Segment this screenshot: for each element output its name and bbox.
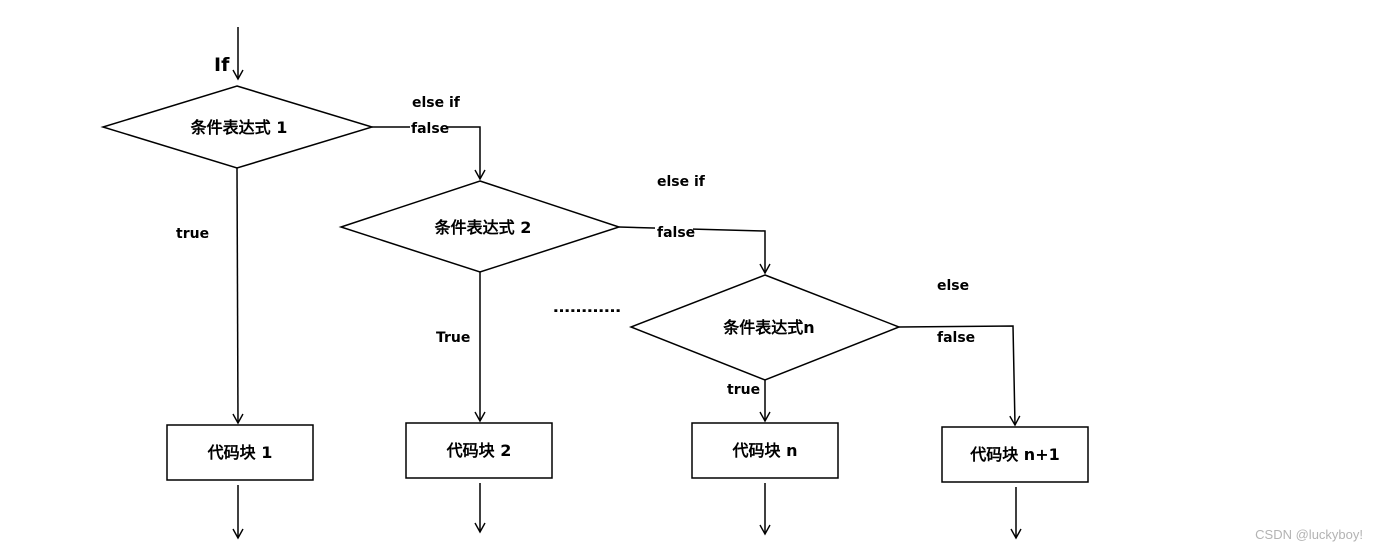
condition-label-n: 条件表达式n	[722, 318, 814, 337]
else-if-label-2: else if	[657, 174, 706, 190]
true-arrow-1	[232, 167, 244, 425]
code-block-label-n-plus-1: 代码块 n+1	[969, 445, 1060, 464]
ellipsis-label: …………	[553, 300, 621, 316]
code-block-label-2: 代码块 2	[446, 441, 512, 460]
false-label-n: false	[937, 330, 975, 346]
code-block-label-1: 代码块 1	[207, 443, 273, 462]
condition-label-1: 条件表达式 1	[190, 118, 288, 137]
code-block-n	[691, 422, 839, 479]
false-label-1: false	[411, 121, 449, 137]
false-arrow-1	[372, 126, 486, 181]
true-label-2: True	[436, 330, 470, 346]
else-label: else	[937, 278, 969, 294]
code-block-n-plus-1	[941, 426, 1089, 483]
else-if-label-1: else if	[412, 95, 461, 111]
watermark: CSDN @luckyboy!	[1255, 527, 1363, 542]
code-block-2	[405, 422, 553, 479]
true-label-n: true	[727, 382, 760, 398]
false-label-2: false	[657, 225, 695, 241]
start-label: If	[214, 54, 230, 76]
true-label-1: true	[176, 226, 209, 242]
condition-label-2: 条件表达式 2	[434, 218, 532, 237]
code-block-label-n: 代码块 n	[732, 441, 798, 460]
code-block-1	[166, 424, 314, 481]
false-arrow-n	[898, 325, 1021, 427]
